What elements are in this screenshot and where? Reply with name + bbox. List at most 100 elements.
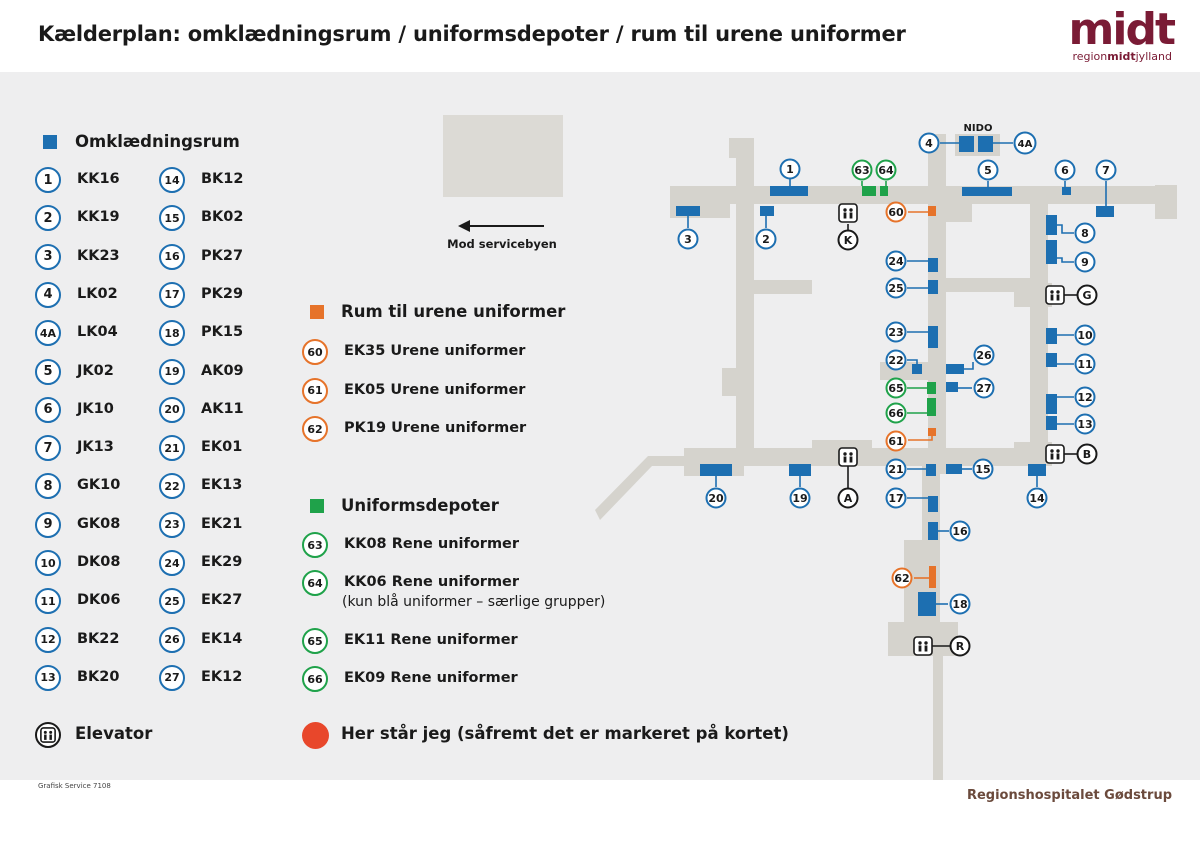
depot-blocks [862, 186, 936, 416]
elevator-icon-r [913, 636, 933, 656]
depot-heading: Uniformsdepoter [341, 496, 499, 515]
marker-16[interactable]: 16 [949, 520, 971, 542]
svg-text:27: 27 [976, 382, 991, 395]
marker-26[interactable]: 26 [973, 344, 995, 366]
svg-text:8: 8 [1081, 227, 1089, 240]
marker-24[interactable]: 24 [885, 250, 907, 272]
legend-text: BK02 [201, 209, 244, 226]
marker-5[interactable]: 5 [977, 159, 999, 181]
marker-22[interactable]: 22 [885, 349, 907, 371]
marker-15[interactable]: 15 [972, 458, 994, 480]
legend-text: BK12 [201, 171, 244, 187]
marker-25[interactable]: 25 [885, 277, 907, 299]
elevator-marker-r[interactable]: R [949, 635, 971, 657]
marker-60[interactable]: 60 [885, 201, 907, 223]
svg-text:B: B [1083, 448, 1091, 461]
marker-6[interactable]: 6 [1054, 159, 1076, 181]
marker-4a[interactable]: 4A [1013, 131, 1037, 155]
map-markers: 1 2 3 4 4A 5 6 7 8 9 10 11 12 13 14 15 1… [677, 131, 1117, 657]
elevator-marker-k[interactable]: K [837, 229, 859, 251]
marker-23[interactable]: 23 [885, 321, 907, 343]
marker-13[interactable]: 13 [1074, 413, 1096, 435]
marker-62[interactable]: 62 [891, 567, 913, 589]
marker-64[interactable]: 64 [875, 159, 897, 181]
marker-7[interactable]: 7 [1095, 159, 1117, 181]
depot-block-65 [927, 382, 936, 394]
marker-2[interactable]: 2 [755, 228, 777, 250]
map-elevator-icons [838, 203, 1065, 656]
marker-65[interactable]: 65 [885, 377, 907, 399]
room-block-12 [1046, 394, 1057, 414]
marker-21[interactable]: 21 [885, 458, 907, 480]
legend-text: KK16 [77, 171, 120, 187]
credit: Grafisk Service 7108 [38, 782, 111, 790]
legend-number-badge: 19 [159, 358, 185, 385]
svg-text:1: 1 [786, 163, 794, 176]
marker-11[interactable]: 11 [1074, 353, 1096, 375]
svg-text:20: 20 [708, 492, 724, 505]
legend-text: JK10 [77, 400, 114, 417]
legend-text: AK09 [201, 362, 244, 379]
marker-18[interactable]: 18 [949, 593, 971, 615]
marker-27[interactable]: 27 [973, 377, 995, 399]
room-block-22 [912, 364, 922, 374]
marker-4[interactable]: 4 [918, 132, 940, 154]
marker-63[interactable]: 63 [851, 159, 873, 181]
legend-number-badge: 10 [35, 550, 61, 576]
svg-text:61: 61 [888, 435, 903, 448]
here-marker-icon [302, 722, 329, 749]
legend-number-badge: 16 [159, 243, 185, 270]
legend-number-badge: 15 [159, 205, 185, 232]
marker-17[interactable]: 17 [885, 487, 907, 509]
here-label: Her står jeg (såfremt det er markeret på… [341, 724, 789, 743]
logo-word: midt [1068, 4, 1176, 55]
legend-number-badge: 11 [35, 588, 61, 615]
room-block-6 [1062, 187, 1071, 195]
legend-text: EK01 [201, 439, 243, 456]
svg-text:4: 4 [925, 137, 933, 150]
marker-14[interactable]: 14 [1026, 487, 1048, 509]
elevator-icon-k [838, 203, 858, 223]
svg-text:5: 5 [984, 164, 992, 177]
svg-text:R: R [956, 640, 965, 653]
legend-text: EK09 Rene uniformer [344, 670, 518, 686]
legend-number-badge: 6 [35, 396, 61, 423]
legend-text: KK23 [77, 247, 120, 264]
diagonal-corridor [595, 456, 690, 520]
legend-text: EK13 [201, 477, 243, 494]
legend-text: LK02 [77, 285, 118, 302]
marker-3[interactable]: 3 [677, 228, 699, 250]
marker-8[interactable]: 8 [1074, 222, 1096, 244]
leader-9 [1057, 257, 1074, 263]
center-vertical [928, 134, 946, 474]
leader-8 [1057, 224, 1074, 234]
room-block-2 [760, 206, 774, 216]
room-block-5 [962, 187, 1012, 196]
elevator-icon-b [1045, 444, 1065, 464]
svg-text:21: 21 [888, 463, 903, 476]
legend-text: KK08 Rene uniformer [344, 536, 520, 552]
room-block-4 [959, 136, 974, 152]
legend-text: EK29 [201, 554, 243, 570]
dirty-block-62 [929, 566, 936, 588]
elevator-marker-a[interactable]: A [837, 487, 859, 509]
elevator-marker-b[interactable]: B [1076, 443, 1098, 465]
legend-text: EK12 [201, 668, 243, 685]
legend-number-badge: 2 [35, 205, 61, 232]
marker-10[interactable]: 10 [1074, 324, 1096, 346]
room-block-21 [926, 464, 936, 476]
depot-swatch [310, 499, 324, 513]
room-block-4a [978, 136, 993, 152]
direction-arrow [458, 220, 544, 232]
marker-20[interactable]: 20 [705, 487, 727, 509]
marker-1[interactable]: 1 [779, 158, 801, 180]
elevator-marker-g[interactable]: G [1076, 284, 1098, 306]
marker-19[interactable]: 19 [789, 487, 811, 509]
room-block-9 [1046, 240, 1057, 264]
elevator-icon-g [1045, 285, 1065, 305]
marker-66[interactable]: 66 [885, 402, 907, 424]
marker-9[interactable]: 9 [1074, 251, 1096, 273]
marker-12[interactable]: 12 [1074, 386, 1096, 408]
marker-61[interactable]: 61 [885, 430, 907, 452]
legend-text: DK08 [77, 554, 121, 570]
